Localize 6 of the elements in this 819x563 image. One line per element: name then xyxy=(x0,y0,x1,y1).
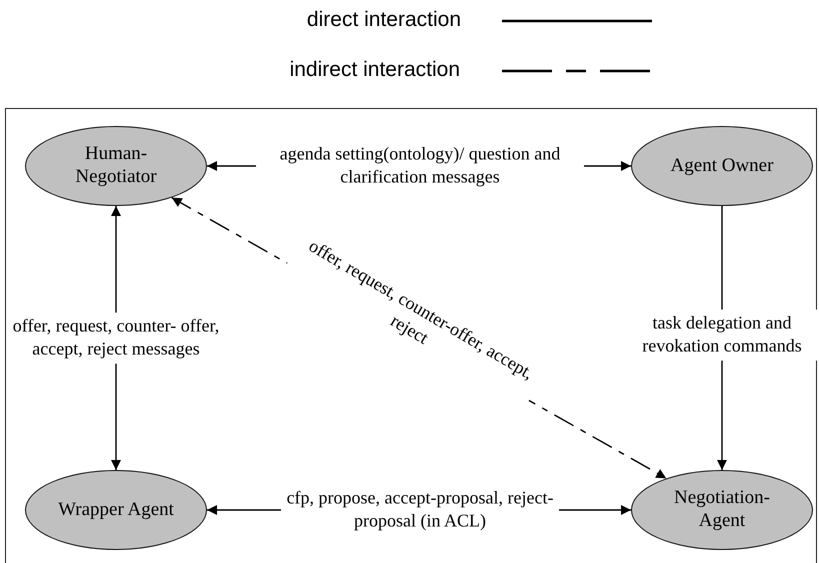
legend-label: indirect interaction xyxy=(290,58,460,82)
legend-label: direct interaction xyxy=(306,8,461,32)
node-label: Agent Owner xyxy=(670,154,774,178)
node-label: Wrapper Agent xyxy=(57,498,175,522)
node-label: Negotiation- Agent xyxy=(672,487,772,533)
node-label: Human- Negotiator xyxy=(74,143,158,189)
